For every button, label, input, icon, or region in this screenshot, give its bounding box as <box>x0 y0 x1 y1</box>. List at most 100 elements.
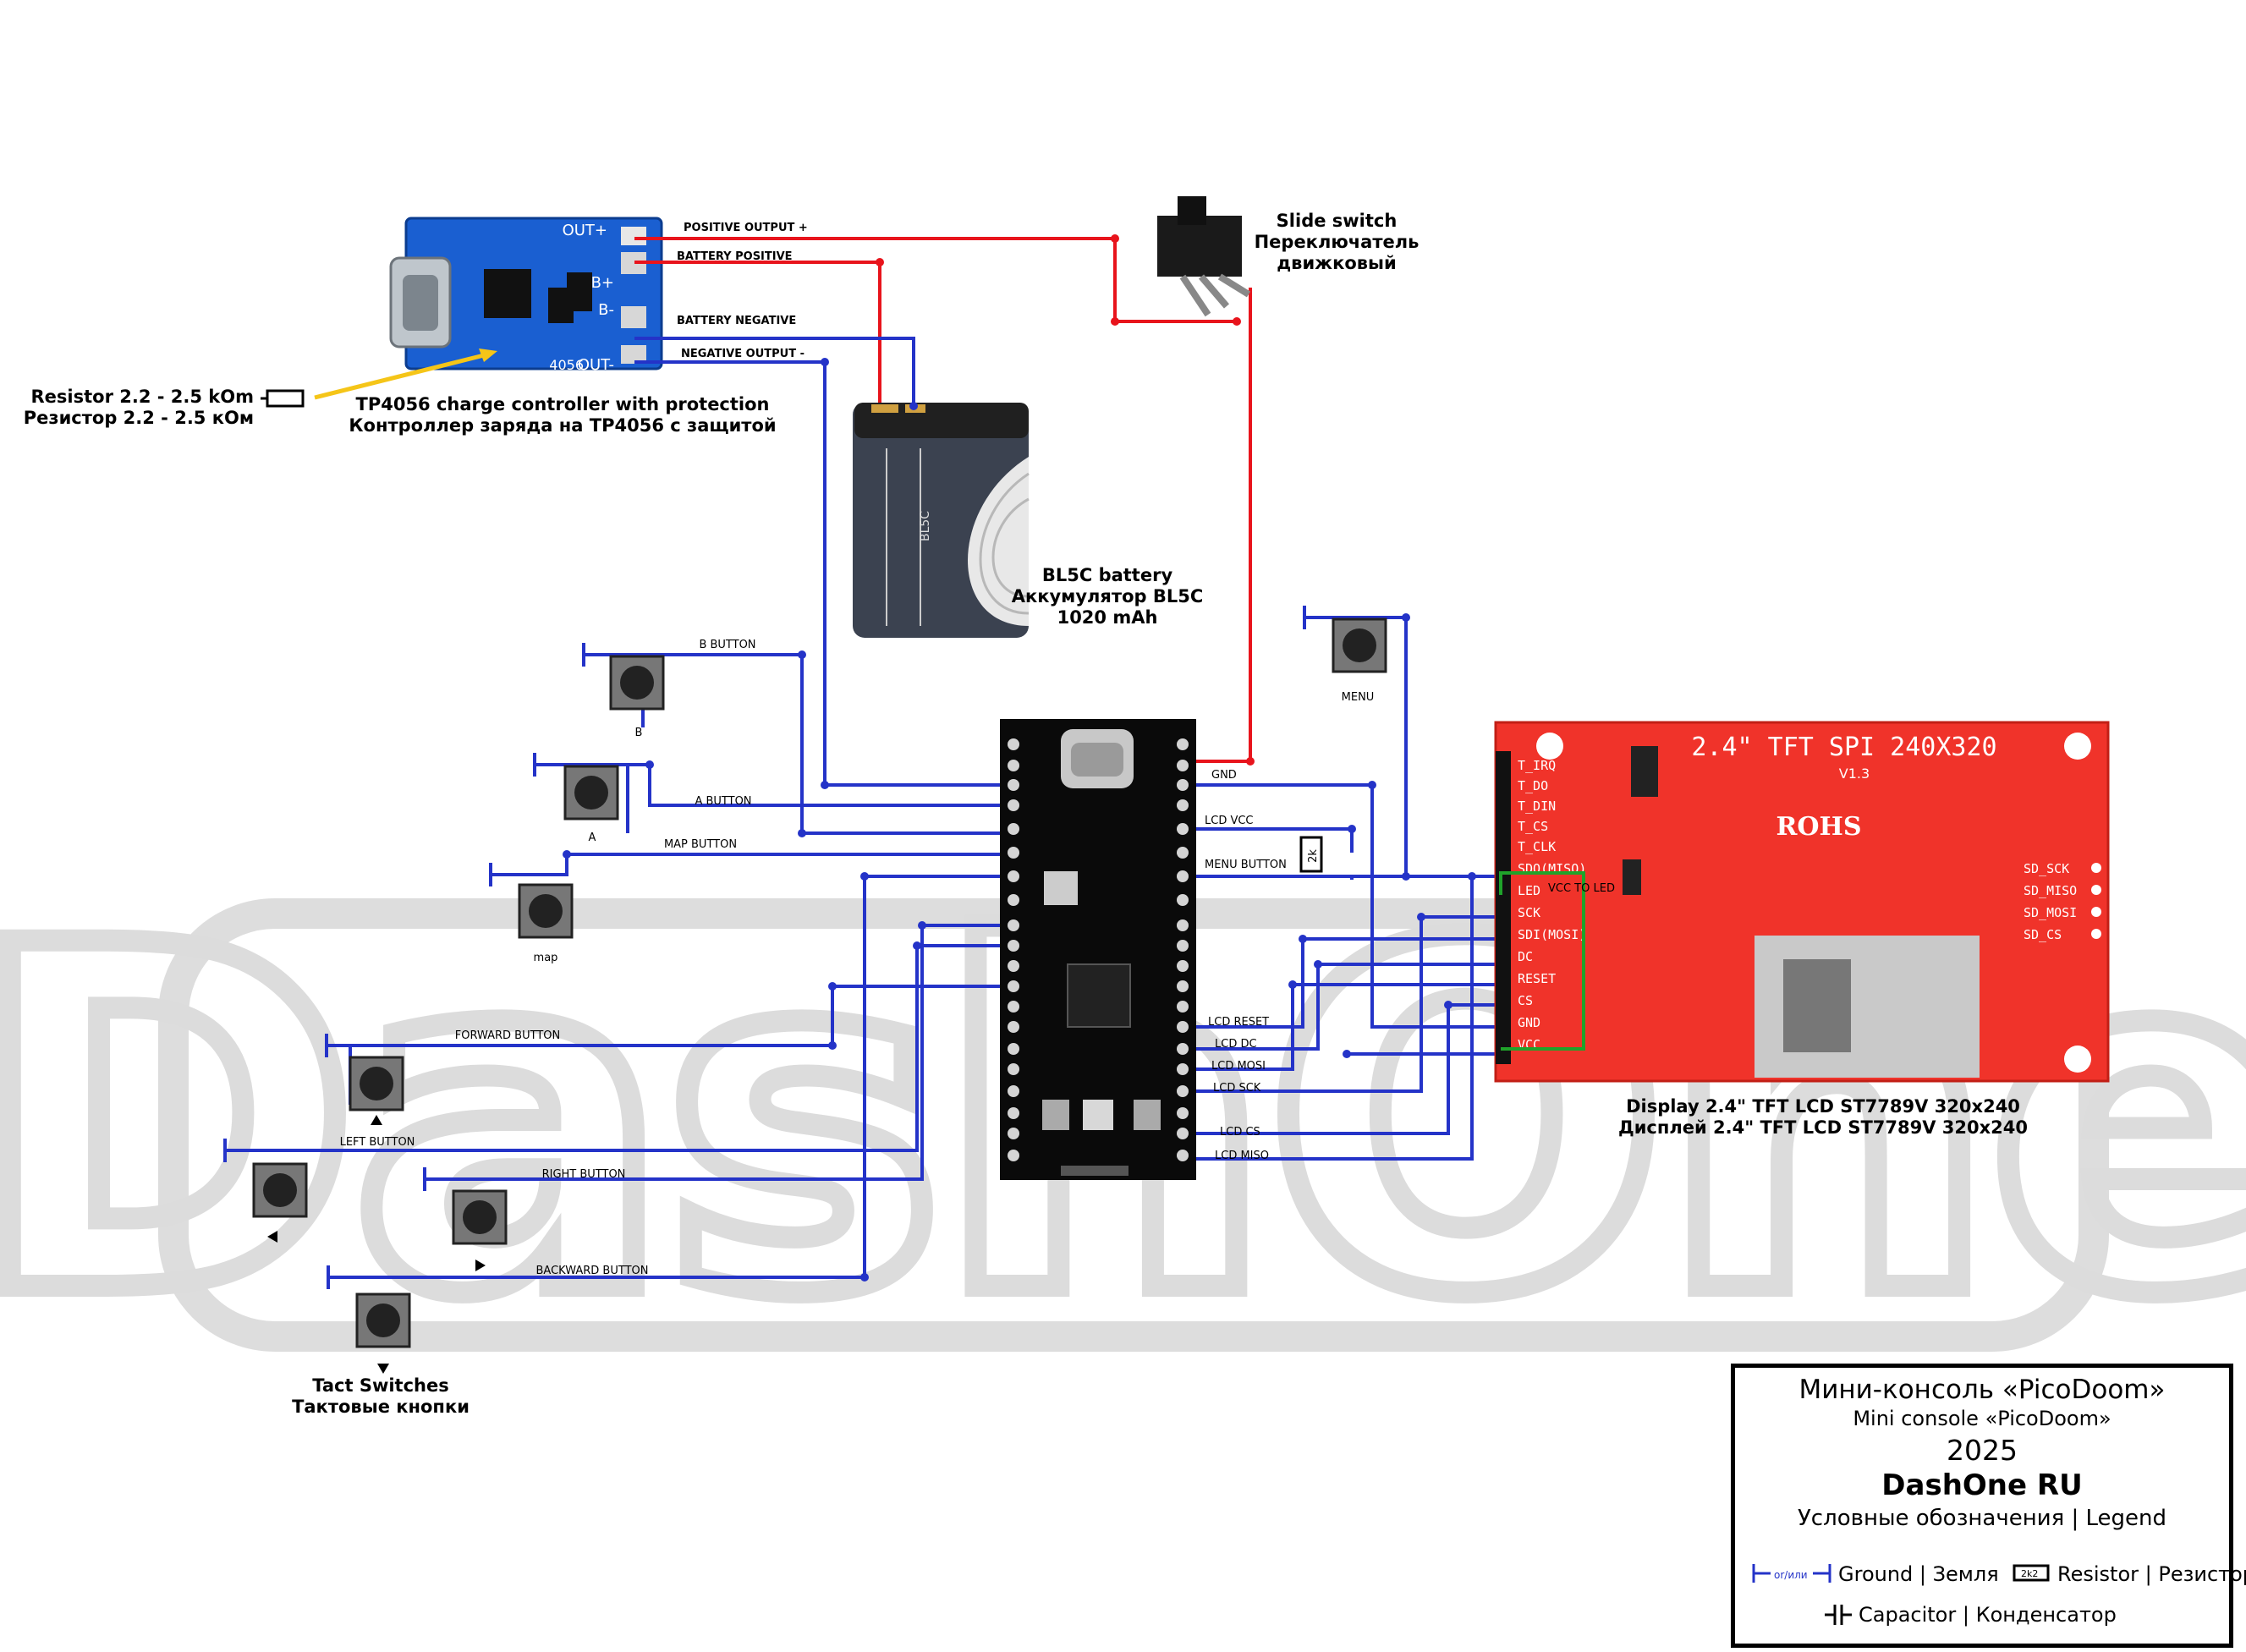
charger-pin-b-plus: B+ <box>591 274 614 292</box>
legend-brand: DashOne RU <box>1881 1468 2083 1502</box>
display-pin-1: T_DO <box>1518 778 1548 793</box>
map-button-wire-label: MAP BUTTON <box>664 838 737 851</box>
signal-lcd-dc: LCD DC <box>1215 1038 1257 1051</box>
tact-switches-label-line1: Tact Switches <box>312 1375 449 1396</box>
forward-button-wire-label: FORWARD BUTTON <box>455 1029 560 1042</box>
a-button-label: A <box>589 831 596 844</box>
wire-label-positive-output: POSITIVE OUTPUT + <box>684 222 808 234</box>
tact-switch-right[interactable] <box>452 1189 508 1271</box>
pointer-arrow <box>314 351 491 400</box>
legend-subtitle: Mini console «PicoDoom» <box>1853 1407 2111 1430</box>
b-button-label: B <box>635 727 643 739</box>
display-pin-11: CS <box>1518 993 1533 1008</box>
resistor-icon <box>266 389 305 408</box>
battery-label-line3: 1020 mAh <box>1057 607 1158 628</box>
vcc-to-led-label: VCC TO LED <box>1548 882 1615 895</box>
tact-switch-backward[interactable] <box>355 1293 411 1374</box>
display-pin-12: GND <box>1518 1015 1540 1030</box>
legend-resistor-icon <box>2013 1564 2050 1582</box>
resistor-note-line1: Resistor 2.2 - 2.5 kOm <box>31 387 255 407</box>
battery-body-label: BL5C <box>919 511 932 541</box>
menu-button-label: MENU <box>1342 691 1375 704</box>
display-pin-0: T_IRQ <box>1518 758 1556 773</box>
arrow-right-icon <box>475 1260 486 1271</box>
vcc-to-led-jumper <box>1499 871 1585 1051</box>
display-caption-line1: Display 2.4" TFT LCD ST7789V 320x240 <box>1626 1096 2020 1117</box>
arrow-left-icon <box>267 1231 277 1243</box>
tact-switches-label-line2: Тактовые кнопки <box>292 1397 470 1417</box>
tact-switch-left[interactable] <box>252 1162 308 1243</box>
legend-title: Мини-консоль «PicoDoom» <box>1798 1375 2166 1405</box>
signal-menu-button: MENU BUTTON <box>1205 859 1287 871</box>
signal-lcd-vcc: LCD VCC <box>1205 815 1254 827</box>
display-pin-7: SCK <box>1518 905 1540 920</box>
signal-lcd-miso: LCD MISO <box>1215 1150 1269 1162</box>
charger-module: OUT+ B+ B- OUT- 4056 <box>389 217 663 374</box>
wire-label-negative-output: NEGATIVE OUTPUT - <box>681 348 804 360</box>
backward-button-wire-label: BACKWARD BUTTON <box>536 1265 649 1277</box>
charger-pin-b-minus: B- <box>598 301 614 319</box>
display-rohs: ROHS <box>1776 812 1861 842</box>
switch-label-line3: движковый <box>1277 253 1397 273</box>
display-pin-3: T_CS <box>1518 819 1548 834</box>
legend-symbols <box>1752 1564 2050 1625</box>
display-module: 2.4" TFT SPI 240X320 V1.3 ROHS T_IRQ T_D… <box>1494 721 2110 1083</box>
b-button-wire-label: B BUTTON <box>699 639 755 651</box>
display-pin-9: DC <box>1518 949 1533 964</box>
display-pin-10: RESET <box>1518 971 1556 986</box>
legend-or-text: or/или <box>1774 1569 1808 1581</box>
battery-label-line2: Аккумулятор BL5C <box>1012 586 1204 606</box>
display-pin-4: T_CLK <box>1518 839 1556 854</box>
pico-boot-button-icon <box>1044 871 1078 905</box>
display-caption-line2: Дисплей 2.4" TFT LCD ST7789V 320x240 <box>1618 1117 2028 1138</box>
signal-gnd: GND <box>1211 769 1237 782</box>
switch-label-line1: Slide switch <box>1277 211 1398 231</box>
a-button-wire-label: A BUTTON <box>695 795 751 808</box>
signal-lcd-sck: LCD SCK <box>1213 1082 1261 1095</box>
legend-year: 2025 <box>1947 1434 2018 1467</box>
switch-label-line2: Переключатель <box>1255 232 1420 252</box>
right-button-wire-label: RIGHT BUTTON <box>542 1168 626 1181</box>
battery-label-line1: BL5C battery <box>1042 565 1173 585</box>
display-sd-pin-1: SD_MISO <box>2024 883 2077 898</box>
resistor-note-line2: Резистор 2.2 - 2.5 кОм <box>24 408 254 428</box>
arrow-down-icon <box>377 1364 389 1374</box>
pico-board <box>1000 719 1196 1180</box>
legend-box: Мини-консоль «PicoDoom» Mini console «Pi… <box>1731 1364 2246 1648</box>
charger-ic-icon <box>484 269 531 318</box>
tact-switch-forward[interactable] <box>349 1056 404 1125</box>
left-button-wire-label: LEFT BUTTON <box>340 1136 415 1149</box>
signal-lcd-mosi: LCD MOSI <box>1211 1060 1266 1073</box>
legend-capacitor: Capacitor | Конденсатор <box>1859 1603 2117 1627</box>
legend-ground: Ground | Земля <box>1838 1562 1999 1586</box>
charger-pin-out-plus: OUT+ <box>563 222 607 239</box>
signal-lcd-reset: LCD RESET <box>1208 1016 1269 1029</box>
display-version: V1.3 <box>1839 766 1870 782</box>
slide-switch-icon <box>1157 196 1251 317</box>
tact-switch-b[interactable] <box>609 655 665 711</box>
pico-rp2040-icon <box>1067 963 1131 1028</box>
tact-switch-menu[interactable] <box>1332 617 1387 673</box>
charger-title: TP4056 charge controller with protection <box>356 394 770 414</box>
charger-ic-label: 4056 <box>549 357 584 373</box>
arrow-up-icon <box>371 1115 382 1125</box>
pull-resistor-icon <box>1299 836 1323 873</box>
charger-pin-out-minus: OUT- <box>578 356 614 374</box>
display-sd-pin-2: SD_MOSI <box>2024 905 2077 920</box>
display-board-title: 2.4" TFT SPI 240X320 <box>1691 733 1996 762</box>
legend-heading: Условные обозначения | Legend <box>1797 1506 2167 1531</box>
tact-switch-map[interactable] <box>518 883 574 939</box>
map-button-label: map <box>534 952 558 964</box>
pull-resistor-value: 2k <box>1307 849 1320 863</box>
legend-resistor: Resistor | Резистор <box>2057 1562 2246 1586</box>
display-sd-pin-3: SD_CS <box>2024 927 2062 942</box>
signal-lcd-cs: LCD CS <box>1220 1126 1260 1139</box>
battery-icon: BL5C <box>853 403 1030 638</box>
display-pin-8: SDI(MOSI) <box>1518 927 1586 942</box>
display-pin-6: LED <box>1518 883 1540 898</box>
display-pin-2: T_DIN <box>1518 799 1556 814</box>
tact-switch-a[interactable] <box>563 765 619 821</box>
charger-title-ru: Контроллер заряда на TP4056 с защитой <box>349 415 776 436</box>
blue-wires <box>223 337 1506 1289</box>
